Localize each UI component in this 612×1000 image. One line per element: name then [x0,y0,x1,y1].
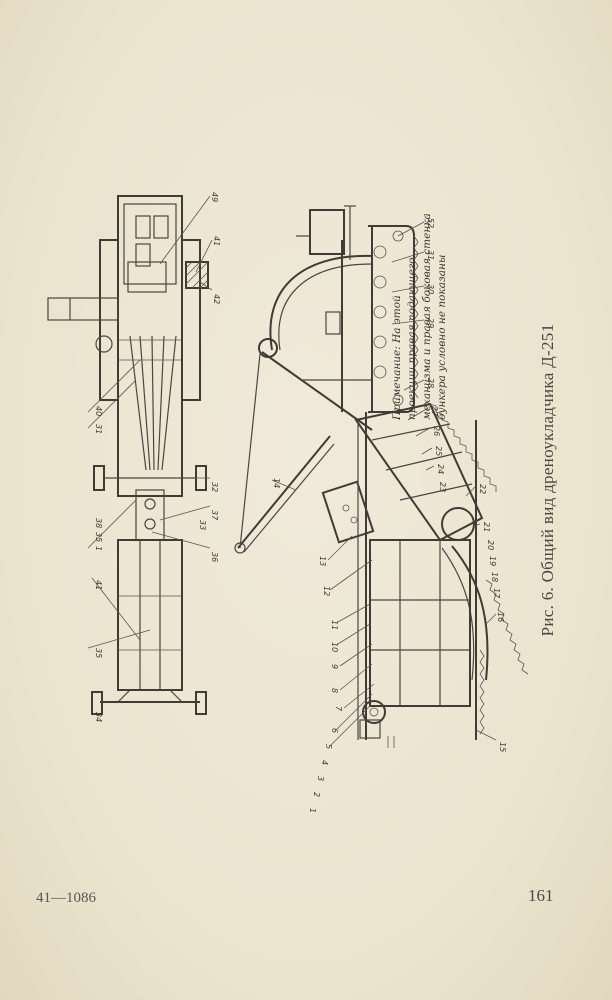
plan-view-part-label: 49 [210,192,219,202]
side-view-part-label: 11 [330,620,339,630]
plan-view-part-label: 31 [94,424,103,434]
print-code: 41—1086 [36,890,96,906]
side-view-part-label: 7 [334,706,343,712]
side-view-part-label: 18 [490,572,499,582]
plan-view-part-label: 37 [210,510,219,521]
plan-cabin [123,203,177,285]
side-boom-arc [269,254,373,351]
side-view [234,205,529,748]
side-view-part-label: 30 [426,284,435,294]
side-view-part-label: 5 [324,744,333,749]
plan-view-part-label: 32 [210,482,219,492]
side-view-part-label: 19 [488,556,497,566]
side-view-part-label: 15 [498,742,507,752]
side-view-part-label: 10 [330,642,339,652]
plan-view-part-label: 33 [198,520,207,530]
side-view-part-label: 1 [308,808,317,813]
plan-view-part-label: 41 [94,580,103,590]
figure-note-line-1: Примечание: На этой [391,295,403,420]
side-view-part-label: 24 [436,464,445,474]
side-view-part-label: 22 [478,484,487,494]
plan-front-wheel-left [93,465,105,491]
side-view-part-label: 3 [316,776,325,781]
figure-note: Примечание: На этой проекции правая пода… [390,180,450,420]
side-view-part-label: 21 [482,522,491,532]
plan-rear-wheel-left [91,691,103,715]
plan-view [47,195,213,715]
plan-rear-wheel-right [195,691,207,715]
side-view-part-label: 8 [330,688,339,693]
plan-main-frame [117,195,183,497]
side-view-part-label: 28 [426,378,435,388]
side-hopper [369,539,471,707]
plan-view-part-label: 38 [94,518,103,528]
plan-view-part-label: 36 [210,552,219,562]
side-view-part-label: 13 [318,556,327,566]
side-trench-shoe [451,545,489,681]
side-view-part-label: 4 [320,760,329,765]
figure-note-line-3: механизма и правая боковая стенка [421,213,433,420]
plan-view-part-label: 1 [94,546,103,551]
plan-view-part-label: 34 [94,712,103,722]
plan-view-part-label: 35 [94,648,103,658]
side-view-part-label: 14 [272,478,281,488]
side-view-part-label: 52 [426,218,435,228]
side-view-part-label: 17 [492,588,501,599]
plan-side-boom [47,297,119,321]
plan-hopper [117,539,183,691]
side-view-part-label: 6 [330,728,339,733]
plan-right-track [181,239,201,401]
side-view-part-label: 2 [312,792,321,797]
side-view-part-label: 25 [434,446,443,456]
plan-feeding-mechanism [135,489,165,541]
side-rear-wheel [362,700,386,724]
side-view-part-label: 9 [330,664,339,669]
side-view-part-label: 20 [486,540,495,550]
side-view-part-label: 23 [438,482,447,492]
side-view-part-label: 31 [426,250,435,260]
figure-note-line-2: проекции правая подающего [406,257,418,420]
plan-view-part-label: 35 [94,532,103,542]
side-view-part-label: 27 [430,406,439,417]
side-boom-pivot [258,338,278,358]
plan-engine-block [127,261,167,293]
plan-hatched-block [185,261,209,289]
side-track [368,225,415,413]
plan-view-part-label: 40 [94,406,103,416]
side-view-part-label: 16 [496,612,505,622]
side-view-part-label: 12 [322,586,331,596]
side-cabin [309,209,345,255]
side-view-part-label: 26 [432,426,441,436]
figure-note-line-4: бункера условно не показаны [436,254,448,420]
plan-view-part-label: 42 [212,294,221,304]
page-number: 161 [528,886,554,905]
figure-caption: Рис. 6. Общий вид дреноукладчика Д-251 [538,323,557,637]
plan-view-part-label: 41 [212,236,221,246]
side-view-part-label: 29 [426,318,435,328]
side-digging-chain [354,402,484,542]
